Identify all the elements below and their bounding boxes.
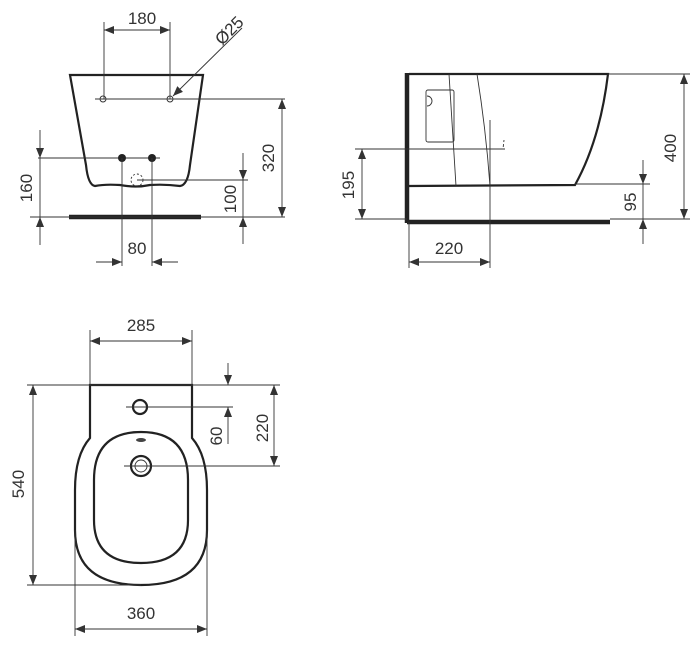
- dim-rear-width: 285: [127, 316, 155, 335]
- dim-drain-offset: 220: [253, 414, 272, 442]
- dim-supply-height: 160: [17, 174, 36, 202]
- dim-waste-height: 100: [221, 185, 240, 213]
- bidet-side-outline: [408, 72, 610, 188]
- side-view: 400 195 95 220: [339, 72, 690, 268]
- bidet-front-outline: [68, 73, 205, 188]
- dim-length: 540: [9, 470, 28, 498]
- dim-hole-diameter: Ø25: [211, 13, 247, 49]
- dim-waste-depth: 220: [435, 239, 463, 258]
- concealed-tank: [425, 89, 455, 143]
- dim-bottom-clearance: 95: [621, 193, 640, 212]
- dim-total-height: 400: [661, 134, 680, 162]
- dim-waste-height-side: 195: [339, 171, 358, 199]
- overflow: [136, 438, 146, 442]
- bowl-opening: [92, 430, 190, 565]
- dim-hole-spacing: 180: [128, 9, 156, 28]
- bidet-top-outline: [73, 383, 209, 587]
- dim-tap-hole-offset: 60: [207, 427, 226, 446]
- dim-supply-spacing: 80: [128, 239, 147, 258]
- dim-width: 360: [127, 604, 155, 623]
- fixing-hole: [99, 95, 107, 103]
- top-view: 285 60 220 540 360: [9, 316, 280, 636]
- dim-height-holes: 320: [259, 144, 278, 172]
- front-view: 180 Ø25 320 160 100 80: [17, 9, 286, 266]
